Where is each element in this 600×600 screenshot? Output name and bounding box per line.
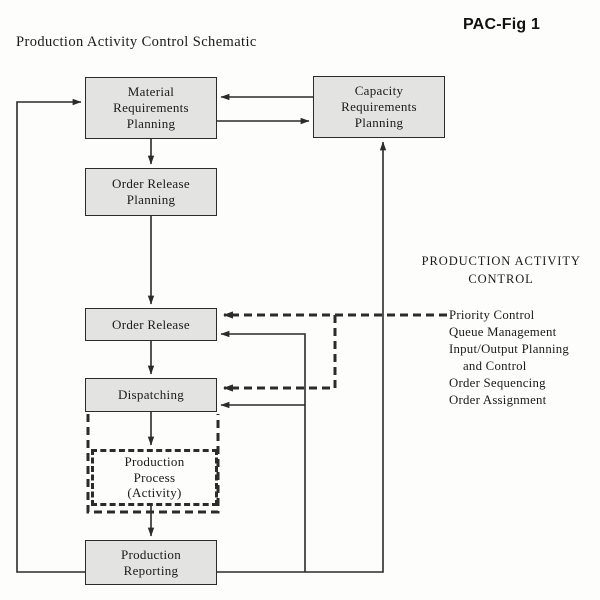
box-line: Planning <box>354 114 404 130</box>
pac-list-item-queue-management: Queue Management <box>449 325 557 340</box>
pac-list-item-and-control: and Control <box>463 359 527 374</box>
pac-panel-list: Priority Control Queue Management Input/… <box>449 307 569 409</box>
box-line: Capacity <box>354 83 404 99</box>
box-line: Order Release <box>112 316 190 332</box>
box-line: Planning <box>126 115 176 131</box>
box-material-requirements-planning[interactable]: Material Requirements Planning <box>85 77 217 139</box>
diagram-title: Production Activity Control Schematic <box>16 34 257 50</box>
box-line: Production <box>120 546 182 562</box>
box-line: Reporting <box>123 562 179 578</box>
pac-list-item-priority-control: Priority Control <box>449 308 535 322</box>
pac-list-item-order-sequencing: Order Sequencing <box>449 376 546 391</box>
box-production-process[interactable]: Production Process (Activity) <box>91 449 218 506</box>
pac-list-item-input-output-planning: Input/Output Planning <box>449 342 570 357</box>
edge-pac-to-dispatching <box>223 315 337 392</box>
edge-pr-feedback-to-mrp <box>16 98 85 573</box>
box-line: (Activity) <box>127 485 182 501</box>
pac-list-item-order-assignment: Order Assignment <box>449 393 547 408</box>
pac-heading-line-1: PRODUCTION ACTIVITY <box>421 254 581 268</box>
box-line: Requirements <box>113 100 189 116</box>
box-capacity-requirements-planning[interactable]: Capacity Requirements Planning <box>313 76 445 138</box>
box-line: Material <box>127 84 175 100</box>
box-order-release[interactable]: Order Release <box>85 308 217 341</box>
box-order-release-planning[interactable]: Order Release Planning <box>85 168 217 216</box>
box-line: Production <box>124 453 185 469</box>
box-line: Requirements <box>341 99 417 115</box>
box-dispatching[interactable]: Dispatching <box>85 378 217 412</box>
figure-tag-label: PAC-Fig 1 <box>463 16 541 33</box>
box-line: Order Release <box>112 176 190 192</box>
edge-pr-feedback-to-crp <box>217 141 387 573</box>
pac-panel-heading: PRODUCTION ACTIVITY CONTROL <box>406 252 596 288</box>
pac-boundary-bracket <box>86 414 220 514</box>
box-line: Planning <box>126 192 176 207</box>
box-line: Process <box>133 469 176 485</box>
box-line: Dispatching <box>117 387 185 403</box>
box-production-reporting[interactable]: Production Reporting <box>85 540 217 585</box>
pac-heading-line-2: CONTROL <box>468 272 534 287</box>
edge-pr-feedback-to-or <box>220 330 306 572</box>
